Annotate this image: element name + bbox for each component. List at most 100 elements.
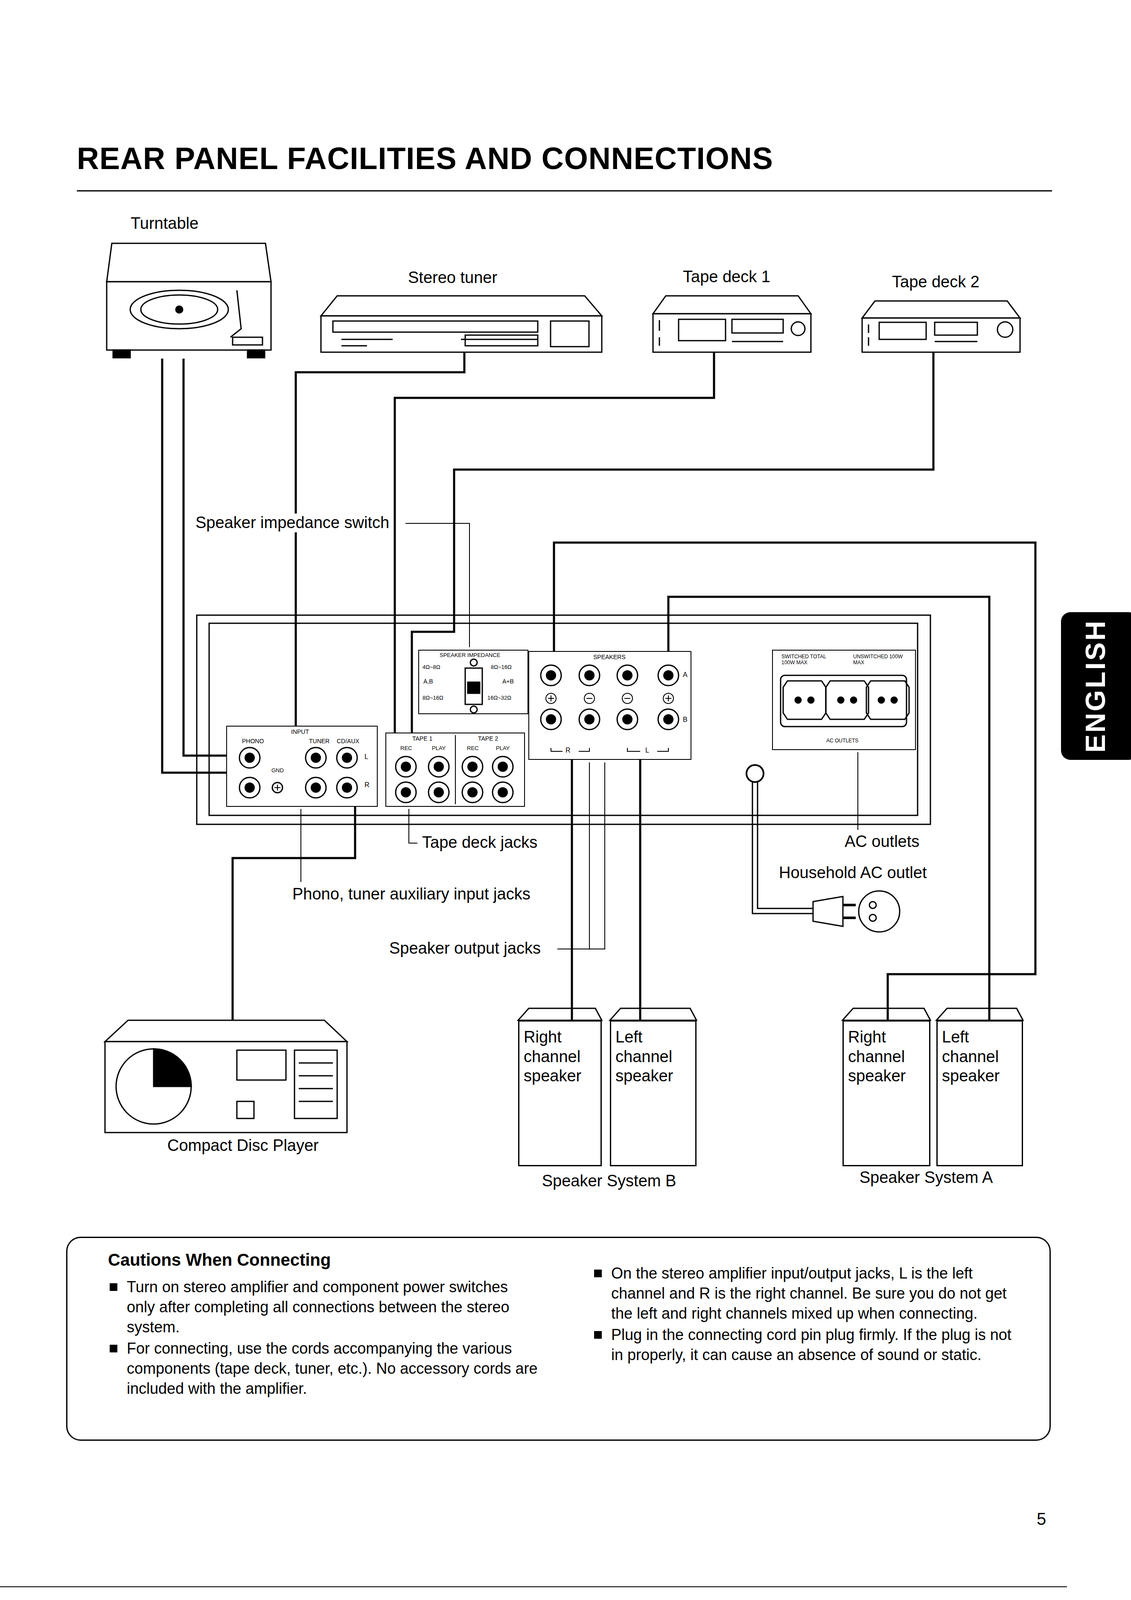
polarity-sign — [548, 695, 554, 702]
ac-socket-group — [780, 675, 910, 727]
speaker-box-tops — [518, 1008, 1024, 1021]
connecting-cord — [668, 596, 990, 1021]
panel-marking: SWITCHED TOTAL 100W MAX — [781, 653, 833, 666]
jack-center — [433, 761, 444, 772]
panel-marking: R — [364, 781, 370, 789]
page-title: REAR PANEL FACILITIES AND CONNECTIONS — [76, 140, 774, 177]
jack-center — [663, 670, 674, 681]
panel-marking: A+B — [502, 677, 514, 685]
caution-text: On the stereo amplifier input/output jac… — [611, 1263, 1024, 1324]
panel-marking: REC — [400, 745, 412, 752]
stereo-tuner: Stereo tuner — [320, 295, 602, 353]
tape-jack-panel: TAPE 1TAPE 2RECPLAYRECPLAY — [385, 732, 525, 807]
jack-center — [400, 787, 412, 798]
panel-marking: 8Ω~16Ω — [490, 664, 512, 671]
component-name: Tape deck 2 — [891, 272, 980, 292]
jack — [395, 756, 417, 777]
speaker-terminal-panel: SPEAKERSABRL — [528, 650, 692, 760]
caution-text: For connecting, use the cords accompanyi… — [126, 1338, 540, 1399]
tape-deck: Tape deck 2 — [862, 300, 1021, 353]
panel-marking: TAPE 2 — [478, 734, 499, 742]
polarity-sign — [586, 697, 593, 699]
jack — [617, 664, 638, 686]
jack-center — [545, 670, 557, 681]
jack-center — [244, 782, 255, 793]
language-tab — [1061, 612, 1131, 760]
jack-center — [584, 714, 595, 725]
callout-label: Tape deck jacks — [420, 833, 540, 852]
bullet-item: Plug in the connecting cord pin plug fir… — [592, 1324, 1024, 1365]
polarity-mark — [663, 693, 674, 704]
component-name: Tape deck 1 — [682, 267, 771, 287]
panel-marking: TUNER — [308, 737, 330, 745]
jack — [428, 756, 449, 777]
connecting-cord — [162, 358, 227, 773]
panel-marking: A,B — [423, 677, 434, 685]
impedance-switch-panel: SPEAKER IMPEDANCEA,BA+B4Ω~8Ω8Ω~16Ω8Ω~16Ω… — [418, 649, 529, 715]
callout-label: AC outlets — [842, 832, 922, 852]
caution-box: Cautions When ConnectingTurn on stereo a… — [66, 1236, 1051, 1441]
jack-center — [310, 752, 321, 763]
input-jack-panel: INPUTPHONOGNDTUNERCD/AUXLR — [226, 725, 378, 807]
panel-marking: R — [565, 746, 571, 755]
jack-center — [400, 761, 412, 772]
speaker-label: Right channel speaker — [848, 1027, 925, 1086]
polarity-mark — [584, 693, 595, 704]
connecting-cord — [295, 352, 465, 726]
connecting-cord — [571, 759, 574, 1021]
panel-divider — [454, 734, 456, 805]
cd-player: Compact Disc Player — [104, 1020, 347, 1133]
panel-marking: GND — [271, 767, 284, 774]
jack-center — [497, 761, 508, 772]
panel-marking: PLAY — [495, 745, 510, 752]
panel-marking: PLAY — [431, 745, 446, 752]
jack-center — [433, 787, 444, 798]
tape-deck-drawing — [862, 300, 1021, 353]
panel-marking: L — [645, 746, 650, 755]
tape-deck-drawing — [652, 295, 811, 353]
polarity-mark — [622, 693, 633, 704]
caution-column: On the stereo amplifier input/output jac… — [592, 1263, 1024, 1367]
jack — [462, 756, 483, 777]
bullet-square — [594, 1269, 602, 1277]
callout-label: Speaker output jacks — [387, 938, 543, 958]
tab-label: ENGLISH — [1080, 619, 1112, 753]
polarity-mark — [545, 693, 557, 704]
cd-player-drawing — [104, 1020, 347, 1133]
jack — [305, 747, 327, 768]
speaker-label: Left channel speaker — [615, 1027, 691, 1086]
jack-center — [467, 787, 478, 798]
panel-marking: INPUT — [291, 728, 309, 735]
panel-marking: B — [682, 715, 688, 724]
panel-marking: REC — [466, 745, 479, 752]
bullet-item: For connecting, use the cords accompanyi… — [107, 1338, 540, 1399]
callout-label: Household AC outlet — [777, 863, 929, 883]
jack-center — [584, 670, 595, 681]
jack — [540, 664, 562, 686]
tape-deck: Tape deck 1 — [652, 295, 811, 353]
speaker-cabinet: Left channel speaker — [936, 1020, 1024, 1166]
jack — [336, 777, 358, 798]
turntable: Turntable — [106, 239, 272, 359]
caution-text: Plug in the connecting cord pin plug fir… — [611, 1324, 1024, 1365]
panel-marking: SPEAKERS — [593, 653, 626, 661]
jack-center — [467, 761, 478, 772]
jack — [579, 708, 600, 730]
panel-marking: UNSWITCHED 100W MAX — [853, 653, 913, 666]
jack — [395, 781, 417, 803]
jack-center — [497, 787, 508, 798]
panel-marking: PHONO — [241, 737, 264, 745]
bullet-square — [109, 1282, 118, 1291]
speaker-label: Left channel speaker — [941, 1027, 1018, 1086]
jack — [239, 777, 260, 798]
jack — [305, 777, 327, 798]
jack — [492, 781, 514, 803]
jack-center — [545, 714, 557, 725]
panel-marking: L — [364, 752, 369, 761]
jack — [239, 747, 260, 768]
jack — [658, 664, 679, 686]
page-number: 5 — [1034, 1508, 1048, 1529]
ground-screw-slot — [274, 784, 281, 791]
bullet-square — [594, 1330, 602, 1339]
